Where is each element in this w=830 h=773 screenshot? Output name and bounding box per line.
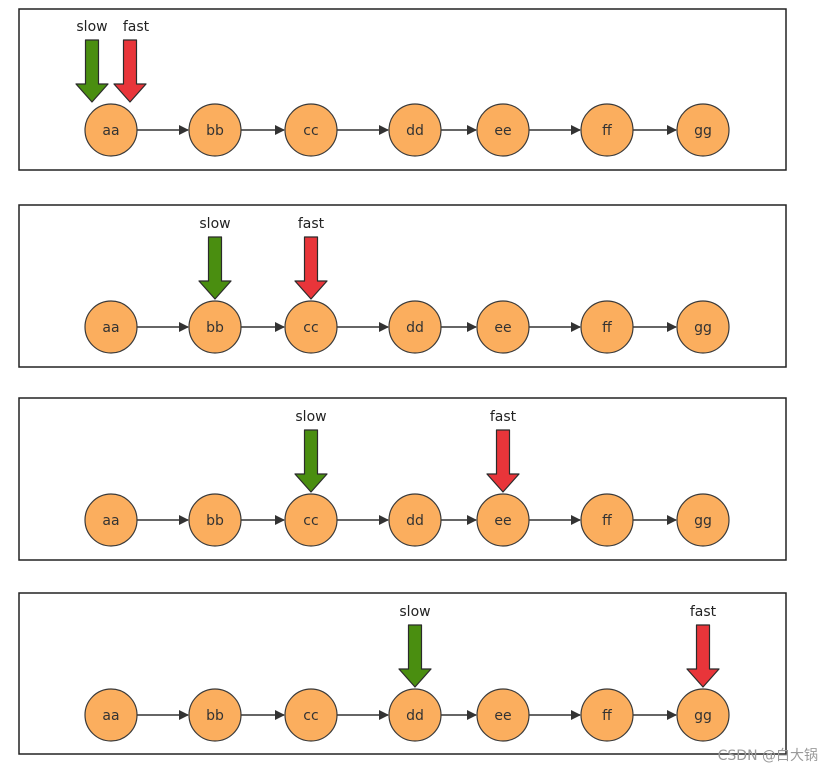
node-label: gg [694, 513, 712, 529]
list-node [676, 688, 730, 742]
list-node [284, 103, 338, 157]
node-label: ff [602, 320, 612, 336]
slow-pointer-label: slow [295, 409, 326, 425]
fast-pointer-arrow [686, 624, 720, 688]
slow-pointer-label: slow [76, 19, 107, 35]
node-label: cc [303, 320, 318, 336]
node-label: cc [303, 513, 318, 529]
fast-pointer-label: fast [298, 216, 325, 232]
node-label: aa [102, 708, 119, 724]
slow-pointer-label: slow [399, 604, 430, 620]
node-label: gg [694, 708, 712, 724]
list-node [284, 300, 338, 354]
slow-pointer-label: slow [199, 216, 230, 232]
list-node [676, 103, 730, 157]
list-node [188, 300, 242, 354]
panel-frame [18, 592, 787, 755]
list-node [84, 493, 138, 547]
node-label: aa [102, 320, 119, 336]
list-node [476, 300, 530, 354]
node-label: aa [102, 123, 119, 139]
list-node [388, 300, 442, 354]
list-node [580, 688, 634, 742]
list-node [476, 688, 530, 742]
node-label: dd [406, 708, 424, 724]
list-node [84, 103, 138, 157]
watermark: CSDN @白大锅 [717, 748, 818, 764]
list-node [84, 300, 138, 354]
node-label: dd [406, 123, 424, 139]
step-panel: aa bb cc dd ee ff gg slow fast [18, 397, 787, 561]
step-panel: aa bb cc dd ee ff gg slow fast [18, 592, 787, 755]
list-node [188, 103, 242, 157]
panel-frame [18, 204, 787, 368]
list-node [580, 103, 634, 157]
fast-pointer-label: fast [690, 604, 717, 620]
slow-pointer-arrow [75, 39, 109, 103]
panel-frame [18, 8, 787, 171]
slow-pointer-arrow [294, 429, 328, 493]
node-label: ff [602, 123, 612, 139]
step-panel: aa bb cc dd ee ff gg slow fast [18, 8, 787, 171]
list-node [284, 688, 338, 742]
list-node [388, 493, 442, 547]
list-node [676, 300, 730, 354]
fast-pointer-arrow [486, 429, 520, 493]
list-node [84, 688, 138, 742]
fast-pointer-arrow [113, 39, 147, 103]
node-label: dd [406, 513, 424, 529]
list-node [388, 688, 442, 742]
node-label: bb [206, 123, 224, 139]
node-label: gg [694, 320, 712, 336]
node-label: bb [206, 708, 224, 724]
list-node [284, 493, 338, 547]
list-node [476, 103, 530, 157]
panel-frame [18, 397, 787, 561]
slow-pointer-arrow [198, 236, 232, 300]
fast-pointer-label: fast [490, 409, 517, 425]
step-panel: aa bb cc dd ee ff gg slow fast [18, 204, 787, 368]
node-label: ee [494, 708, 511, 724]
fast-pointer-label: fast [123, 19, 150, 35]
list-node [188, 688, 242, 742]
node-label: aa [102, 513, 119, 529]
node-label: ff [602, 513, 612, 529]
fast-pointer-arrow [294, 236, 328, 300]
list-node [676, 493, 730, 547]
node-label: ee [494, 123, 511, 139]
node-label: ee [494, 320, 511, 336]
list-node [476, 493, 530, 547]
list-node [580, 493, 634, 547]
list-node [580, 300, 634, 354]
list-node [388, 103, 442, 157]
node-label: bb [206, 513, 224, 529]
node-label: gg [694, 123, 712, 139]
node-label: dd [406, 320, 424, 336]
node-label: bb [206, 320, 224, 336]
node-label: cc [303, 708, 318, 724]
list-node [188, 493, 242, 547]
node-label: ff [602, 708, 612, 724]
node-label: cc [303, 123, 318, 139]
node-label: ee [494, 513, 511, 529]
slow-pointer-arrow [398, 624, 432, 688]
